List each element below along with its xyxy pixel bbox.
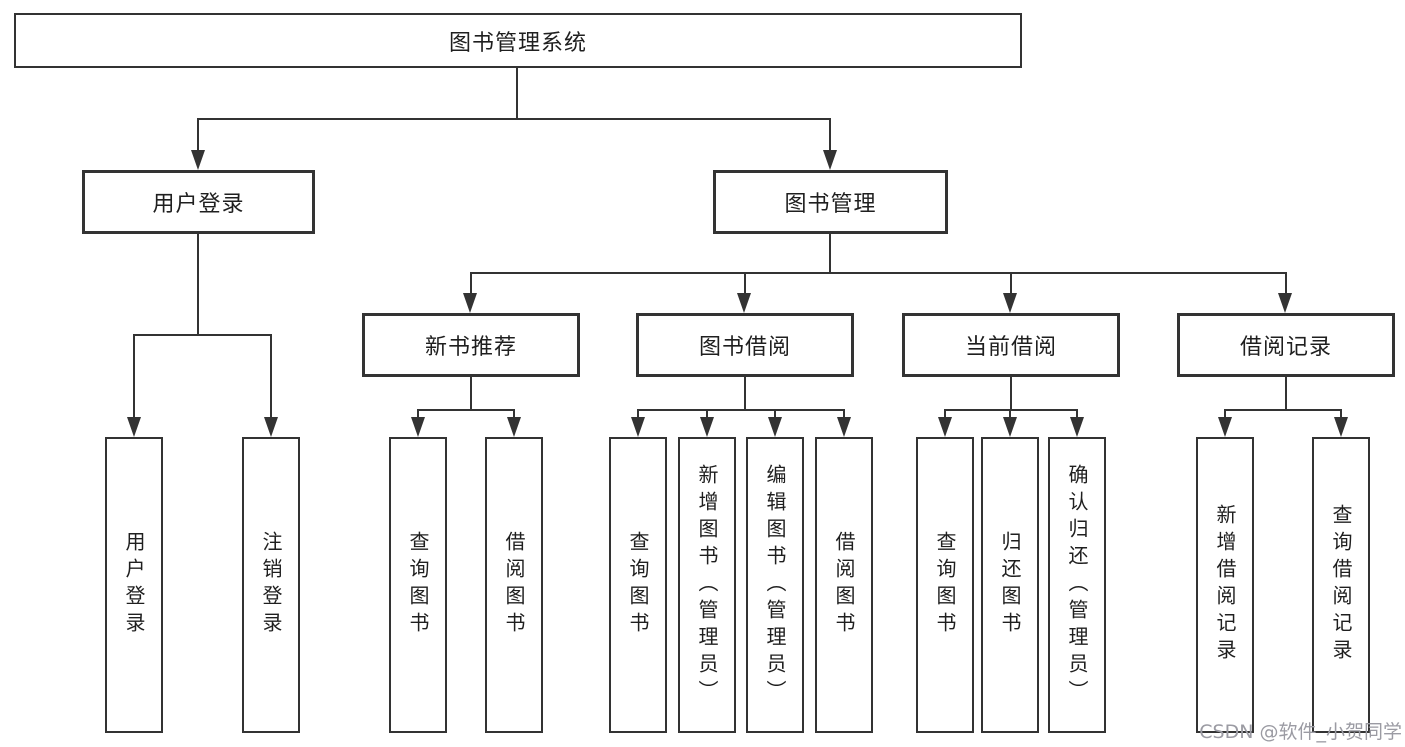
connector-line — [470, 272, 472, 294]
node-book-borrowing: 图书借阅 — [636, 313, 854, 377]
leaf-edit-book-admin: 编辑图书（管理员） — [746, 437, 804, 733]
connector-line — [133, 334, 272, 336]
connector-line — [829, 118, 831, 151]
connector-line — [706, 409, 708, 418]
connector-line — [1285, 377, 1287, 410]
leaf-label: 借阅图书 — [832, 531, 856, 639]
leaf-user-login: 用户登录 — [105, 437, 163, 733]
connector-line — [744, 377, 746, 410]
connector-line — [944, 409, 946, 418]
leaf-label: 注销登录 — [259, 531, 283, 639]
node-current-borrowing: 当前借阅 — [902, 313, 1120, 377]
leaf-label: 查询图书 — [406, 531, 430, 639]
leaf-query-books-2: 查询图书 — [609, 437, 667, 733]
arrowhead — [127, 417, 141, 437]
leaf-confirm-return-admin: 确认归还（管理员） — [1048, 437, 1106, 733]
leaf-return-book: 归还图书 — [981, 437, 1039, 733]
leaf-label: 归还图书 — [998, 531, 1022, 639]
arrowhead — [700, 417, 714, 437]
leaf-label: 编辑图书（管理员） — [763, 463, 787, 707]
leaf-add-book-admin: 新增图书（管理员） — [678, 437, 736, 733]
arrowhead — [631, 417, 645, 437]
connector-line — [133, 334, 135, 418]
leaf-query-books-3: 查询图书 — [916, 437, 974, 733]
connector-line — [637, 409, 845, 411]
leaf-label: 查询图书 — [626, 531, 650, 639]
arrowhead — [463, 293, 477, 313]
node-user-login: 用户登录 — [82, 170, 315, 234]
connector-line — [744, 272, 746, 294]
leaf-query-books-1: 查询图书 — [389, 437, 447, 733]
connector-line — [417, 409, 515, 411]
leaf-logout: 注销登录 — [242, 437, 300, 733]
arrowhead — [1003, 293, 1017, 313]
arrowhead — [938, 417, 952, 437]
connector-line — [1010, 377, 1012, 410]
connector-line — [1285, 272, 1287, 294]
connector-line — [1009, 409, 1011, 418]
arrowhead — [191, 150, 205, 170]
connector-line — [470, 377, 472, 410]
leaf-borrow-books-1: 借阅图书 — [485, 437, 543, 733]
leaf-label: 新增图书（管理员） — [695, 463, 719, 707]
leaf-add-borrow-record: 新增借阅记录 — [1196, 437, 1254, 733]
connector-line — [197, 234, 199, 336]
connector-line — [1010, 272, 1012, 294]
leaf-label: 查询图书 — [933, 531, 957, 639]
arrowhead — [264, 417, 278, 437]
arrowhead — [411, 417, 425, 437]
leaf-label: 新增借阅记录 — [1213, 504, 1237, 666]
arrowhead — [1334, 417, 1348, 437]
connector-line — [1076, 409, 1078, 418]
connector-line — [197, 118, 831, 120]
connector-line — [944, 409, 1078, 411]
leaf-borrow-books-2: 借阅图书 — [815, 437, 873, 733]
csdn-watermark: CSDN @软件_小贺同学 — [1199, 721, 1402, 743]
node-new-book-recommendation: 新书推荐 — [362, 313, 580, 377]
arrowhead — [737, 293, 751, 313]
connector-line — [470, 272, 1287, 274]
connector-line — [1224, 409, 1342, 411]
connector-line — [417, 409, 419, 418]
arrowhead — [823, 150, 837, 170]
connector-line — [197, 118, 199, 151]
arrowhead — [1278, 293, 1292, 313]
connector-line — [843, 409, 845, 418]
connector-line — [270, 334, 272, 418]
connector-line — [829, 234, 831, 274]
arrowhead — [507, 417, 521, 437]
leaf-query-borrow-record: 查询借阅记录 — [1312, 437, 1370, 733]
connector-line — [513, 409, 515, 418]
connector-line — [774, 409, 776, 418]
arrowhead — [1070, 417, 1084, 437]
arrowhead — [1218, 417, 1232, 437]
connector-line — [516, 68, 518, 119]
connector-line — [1340, 409, 1342, 418]
connector-line — [1224, 409, 1226, 418]
leaf-label: 借阅图书 — [502, 531, 526, 639]
leaf-label: 确认归还（管理员） — [1065, 463, 1089, 707]
node-book-management: 图书管理 — [713, 170, 948, 234]
leaf-label: 用户登录 — [122, 531, 146, 639]
arrowhead — [837, 417, 851, 437]
node-borrowing-records: 借阅记录 — [1177, 313, 1395, 377]
arrowhead — [768, 417, 782, 437]
connector-line — [637, 409, 639, 418]
arrowhead — [1003, 417, 1017, 437]
node-library-management-system: 图书管理系统 — [14, 13, 1022, 68]
leaf-label: 查询借阅记录 — [1329, 504, 1353, 666]
